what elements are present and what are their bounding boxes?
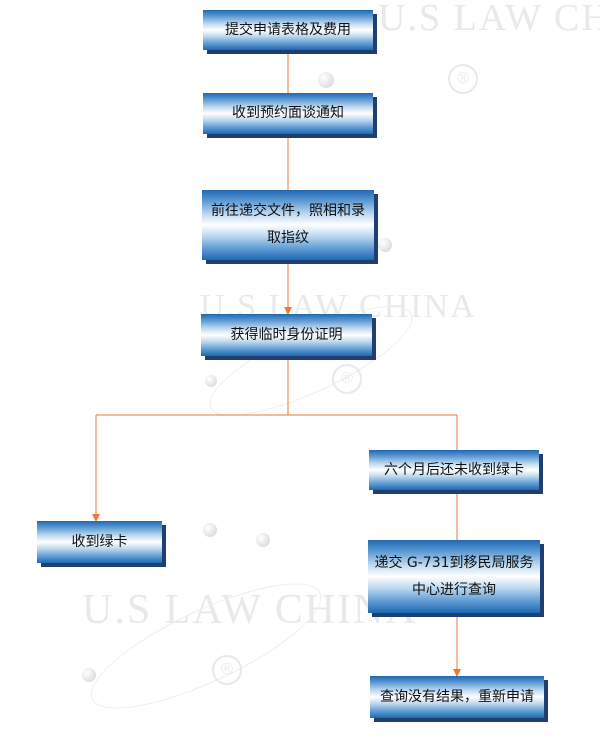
step-receive-interview-notice: 收到预约面谈通知: [203, 93, 373, 134]
step-temporary-id: 获得临时身份证明: [201, 314, 372, 356]
step-receive-green-card: 收到绿卡: [37, 521, 162, 563]
step-submit-g731-inquiry: 递交 G-731到移民局服务中心进行查询: [368, 540, 540, 613]
step-reapply: 查询没有结果，重新申请: [370, 676, 544, 718]
step-submit-documents-fingerprints: 前往递交文件，照相和录取指纹: [202, 190, 374, 260]
step-submit-forms: 提交申请表格及费用: [203, 10, 373, 50]
step-not-received-six-months: 六个月后还未收到绿卡: [369, 450, 539, 490]
